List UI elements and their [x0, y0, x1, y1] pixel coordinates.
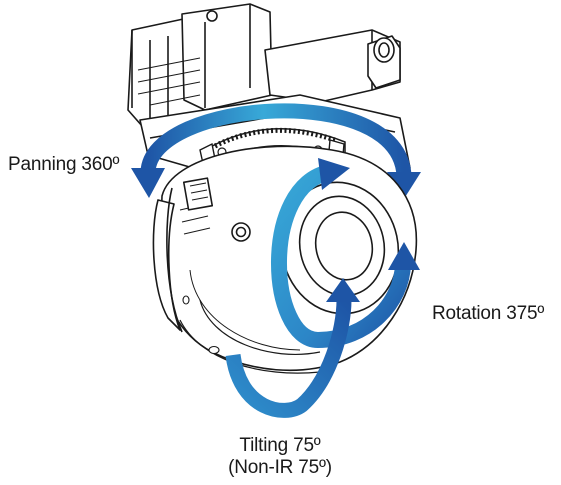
- rotation-arrow: [271, 158, 420, 349]
- tilt-arrowhead-icon: [326, 278, 360, 302]
- rotation-arrowhead-right-icon: [388, 242, 420, 270]
- panning-label: Panning 360º: [8, 154, 120, 175]
- pan-arrowhead-left-icon: [131, 168, 165, 198]
- tilt-arrow: [225, 278, 360, 418]
- tilting-label: Tilting 75º: [239, 435, 321, 456]
- rotation-label: Rotation 375º: [432, 303, 545, 324]
- pan-arrow: [131, 103, 421, 202]
- tilting-note-label: (Non-IR 75º): [228, 457, 332, 478]
- pan-arrowhead-right-icon: [387, 172, 421, 202]
- rotation-arrowhead-top-icon: [318, 158, 350, 190]
